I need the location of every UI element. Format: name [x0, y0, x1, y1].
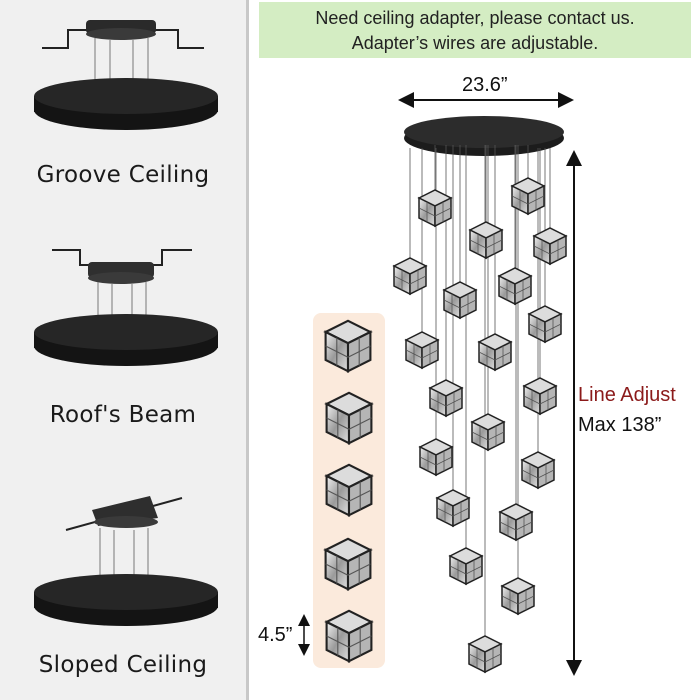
- mount-illustrations: [34, 20, 218, 626]
- crystal-height-label: 4.5”: [258, 624, 293, 646]
- mount-label-roof-beam: Roof's Beam: [49, 402, 197, 428]
- banner-line-2: Adapter’s wires are adjustable.: [351, 33, 599, 53]
- line-adjust-label: Line Adjust: [578, 384, 676, 406]
- crystal-cubes: [393, 177, 567, 673]
- adapter-notice-banner: Need ceiling adapter, please contact us.…: [259, 2, 691, 58]
- crystal-detail-cubes: [324, 319, 373, 663]
- mount-label-groove: Groove Ceiling: [36, 162, 210, 188]
- mount-label-sloped: Sloped Ceiling: [38, 652, 208, 678]
- groove-ceiling-illustration: [34, 20, 218, 130]
- canopy-width-label: 23.6”: [462, 74, 508, 96]
- banner-line-1: Need ceiling adapter, please contact us.: [315, 8, 635, 28]
- panel-divider: [246, 0, 249, 700]
- max-length-label: Max 138”: [578, 414, 662, 436]
- sloped-ceiling-illustration: [34, 496, 218, 626]
- roofs-beam-illustration: [34, 249, 218, 366]
